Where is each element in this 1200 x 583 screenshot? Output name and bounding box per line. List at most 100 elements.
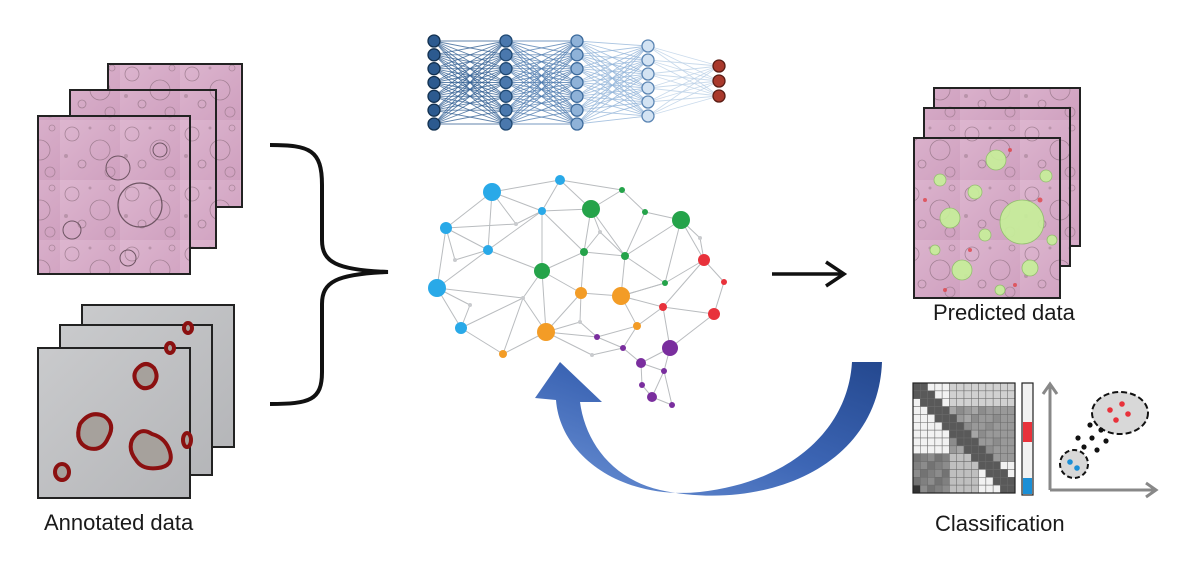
heatmap-cell	[978, 484, 987, 494]
nn-node-output	[712, 74, 726, 88]
nn-edge	[433, 109, 507, 125]
heatmap-cell	[971, 390, 979, 399]
heatmap-cell	[1000, 398, 1008, 407]
heatmap-cell	[927, 453, 936, 462]
brain-edge	[579, 321, 598, 338]
heatmap-cell	[934, 484, 943, 494]
heatmap-cell	[920, 484, 928, 494]
heatmap-cell	[912, 461, 921, 470]
heatmap-cell	[978, 406, 987, 415]
heatmap-cell	[956, 437, 965, 447]
nn-edge	[505, 40, 578, 56]
nn-edge	[505, 40, 578, 125]
heatmap-cell	[941, 461, 950, 470]
nn-edge	[576, 45, 649, 70]
nn-edge	[647, 65, 720, 117]
annotated-data-label: Annotated data	[44, 510, 194, 535]
nn-edge	[433, 40, 507, 97]
heatmap-cell	[920, 469, 928, 478]
heatmap-cell	[912, 484, 921, 494]
brain-edge	[580, 251, 585, 294]
heatmap-cell	[949, 477, 957, 486]
heatmap-cell	[920, 429, 928, 439]
heatmap-cell	[956, 429, 965, 439]
nn-node-input	[427, 62, 441, 76]
heatmap-cell	[934, 398, 943, 407]
heatmap-cell	[934, 461, 943, 470]
heatmap-cell	[934, 477, 943, 486]
heatmap-cell	[1007, 390, 1016, 399]
merge-brace	[269, 143, 389, 406]
brain-edge	[583, 251, 626, 257]
heatmap-cell	[941, 390, 950, 399]
heatmap-cell	[941, 484, 950, 494]
nn-edge	[505, 82, 578, 125]
heatmap-cell	[971, 398, 979, 407]
heatmap-cell	[912, 398, 921, 407]
brain-edge	[487, 191, 493, 251]
heatmap-cell	[956, 422, 965, 431]
heatmap-cell	[934, 414, 943, 423]
heatmap-cell	[1000, 461, 1008, 470]
heatmap-cell	[971, 484, 979, 494]
heatmap-cell	[920, 453, 928, 462]
heatmap-cell	[971, 437, 979, 447]
brain-edge	[596, 325, 638, 338]
heatmap-cell	[1007, 453, 1016, 462]
nn-edge	[505, 40, 578, 111]
heatmap-cell	[985, 437, 994, 447]
heatmap-cell	[956, 414, 965, 423]
heatmap-cell	[992, 406, 1001, 415]
brain-node	[440, 222, 452, 234]
nn-edge	[576, 45, 649, 125]
brain-node	[590, 353, 594, 357]
heatmap-cell	[949, 469, 957, 478]
heatmap-cell	[934, 445, 943, 454]
brain-node	[659, 303, 667, 311]
heatmap-cell	[956, 469, 965, 478]
nn-edge	[647, 45, 720, 67]
heatmap-cell	[985, 414, 994, 423]
heatmap-cell	[1007, 398, 1016, 407]
heatmap-cell	[1000, 453, 1008, 462]
heatmap-cell	[1000, 469, 1008, 478]
annotated-image-stack	[37, 304, 235, 499]
heatmap-cell	[963, 437, 972, 447]
heatmap-cell	[1007, 437, 1016, 447]
heatmap-cell	[927, 398, 936, 407]
heatmap-cell	[934, 406, 943, 415]
heatmap-cell	[992, 429, 1001, 439]
nn-edge	[576, 45, 649, 97]
heatmap-cell	[927, 437, 936, 447]
brain-edge	[624, 219, 682, 257]
nn-edge	[647, 87, 720, 97]
prediction-masks	[929, 149, 1058, 296]
heatmap-frame	[912, 382, 1016, 494]
feedback-arrow	[535, 362, 882, 496]
brain-node	[499, 350, 507, 358]
nn-edge	[433, 40, 507, 83]
brain-node	[708, 308, 720, 320]
cluster-scatter	[1041, 381, 1159, 499]
heatmap-cell	[963, 398, 972, 407]
nn-edge	[647, 59, 720, 67]
nn-edge	[647, 73, 720, 97]
heatmap-cell	[992, 453, 1001, 462]
brain-edge	[662, 259, 705, 308]
brain-edge	[491, 179, 561, 193]
heatmap-cell	[941, 422, 950, 431]
nn-node-hidden	[499, 75, 513, 90]
heatmap-cell	[971, 461, 979, 470]
heatmap-cell	[963, 382, 972, 392]
heatmap-cell	[1007, 445, 1016, 454]
nn-edge	[433, 40, 507, 56]
heatmap-cell	[978, 469, 987, 478]
heatmap-cell	[912, 414, 921, 423]
brain-node	[612, 287, 630, 305]
heatmap-cell	[1000, 422, 1008, 431]
heatmap-cell	[934, 453, 943, 462]
heatmap-cell	[971, 382, 979, 392]
brain-node	[538, 207, 546, 215]
brain-edge	[583, 231, 601, 253]
heatmap-cell	[963, 453, 972, 462]
